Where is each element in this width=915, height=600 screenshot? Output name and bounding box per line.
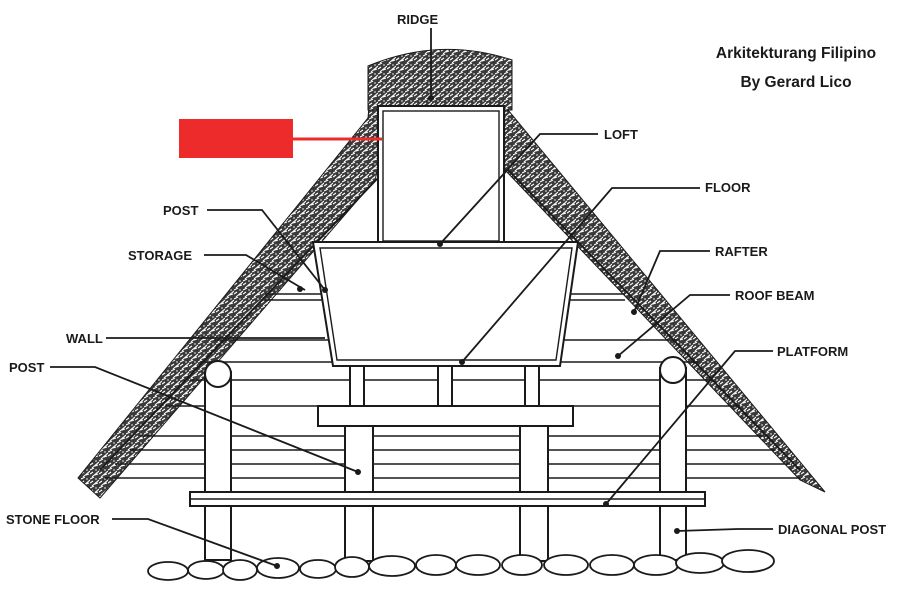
leader-dots	[274, 95, 680, 569]
stone-floor-row	[147, 549, 775, 581]
loft-box	[377, 105, 505, 243]
leader-lines	[50, 28, 773, 567]
label-floor: FLOOR	[705, 180, 751, 195]
outer-post-right	[659, 367, 687, 561]
label-loft: LOFT	[604, 127, 638, 142]
redacted-label-box	[179, 119, 293, 158]
label-wall: WALL	[66, 331, 103, 346]
label-post-upper: POST	[163, 203, 198, 218]
label-storage: STORAGE	[128, 248, 192, 263]
label-platform: PLATFORM	[777, 344, 848, 359]
label-post-lower: POST	[9, 360, 44, 375]
storage-box	[311, 241, 580, 367]
label-stone-floor: STONE FLOOR	[6, 512, 100, 527]
label-rafter: RAFTER	[715, 244, 768, 259]
credit-title: Arkitekturang Filipino	[716, 45, 876, 62]
rafter-left	[99, 177, 379, 471]
thatch-ridge	[367, 48, 513, 111]
label-ridge: RIDGE	[397, 12, 439, 27]
credit-author: By Gerard Lico	[740, 74, 851, 91]
short-post-2	[437, 365, 453, 407]
main-beam	[317, 405, 574, 427]
label-roof-beam: ROOF BEAM	[735, 288, 814, 303]
outer-post-left	[204, 371, 232, 561]
rafter-right	[507, 169, 801, 471]
short-post-3	[524, 365, 540, 407]
short-post-1	[349, 365, 365, 407]
label-diagonal-post: DIAGONAL POST	[778, 522, 886, 537]
